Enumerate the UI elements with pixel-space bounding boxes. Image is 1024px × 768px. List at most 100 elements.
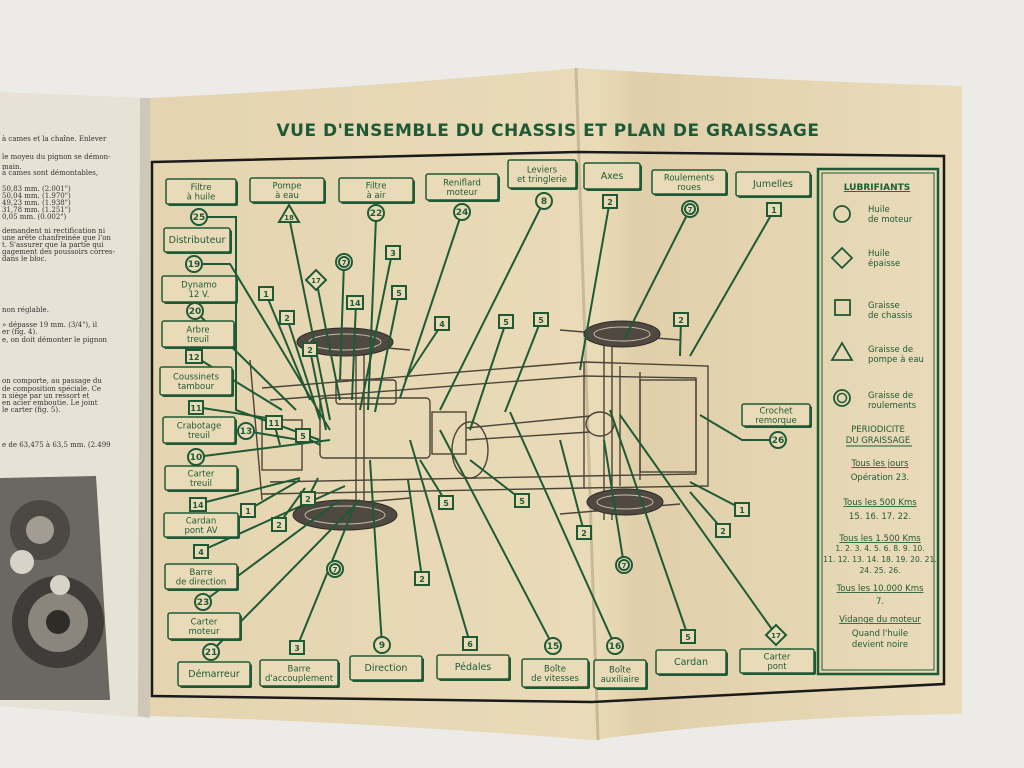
marker-24: 24 (453, 203, 471, 221)
label-text: Distributeur (169, 235, 226, 246)
label-axes: Axes (583, 162, 642, 191)
svg-text:7: 7 (688, 206, 693, 214)
gear-illustration (0, 476, 110, 700)
svg-text:23: 23 (197, 598, 210, 608)
marker-17b: 17 (764, 623, 788, 647)
circle-icon (833, 205, 851, 223)
wheels (292, 320, 664, 531)
left-page-line: 0,05 mm. (0.002") (2, 213, 67, 221)
left-page-line: dans le bloc. (2, 255, 47, 263)
marker-7c: 7 (326, 560, 344, 578)
schedule-ops: 7. (876, 597, 884, 607)
left-page-line: 50,04 mm. (1.970") (2, 192, 71, 200)
svg-text:16: 16 (609, 642, 622, 652)
left-page-line: er (fig. 4). (2, 328, 37, 336)
svg-text:17: 17 (771, 632, 781, 640)
svg-text:5: 5 (685, 633, 691, 642)
left-page-line: t. S'assurer que la partie qui (2, 241, 104, 249)
label-text: Jumelles (752, 179, 793, 190)
marker-13: 13 (237, 422, 255, 440)
label-text: Axes (601, 171, 624, 182)
schedule-when: Tous les jours (850, 459, 909, 469)
label-pedales: Pédales (436, 654, 511, 681)
svg-text:2: 2 (307, 346, 313, 355)
left-page-line: » dépasse 19 mm. (3/4"), il (2, 321, 98, 329)
svg-text:18: 18 (284, 214, 294, 222)
diagram-title: VUE D'ENSEMBLE DU CHASSIS ET PLAN DE GRA… (277, 121, 820, 141)
svg-text:26: 26 (772, 436, 785, 446)
left-page-line: gagement des poussoirs corres- (2, 248, 116, 256)
svg-text:2: 2 (305, 495, 311, 504)
svg-text:1: 1 (263, 290, 269, 299)
marker-17a: 17 (304, 268, 328, 292)
marker-26: 26 (769, 431, 787, 449)
svg-text:1: 1 (739, 506, 745, 515)
svg-text:2: 2 (607, 198, 613, 207)
svg-text:5: 5 (443, 499, 449, 508)
svg-text:19: 19 (188, 260, 201, 270)
left-page-line: 31,78 mm. (1.251") (2, 206, 71, 214)
svg-text:1: 1 (771, 206, 777, 215)
svg-text:4: 4 (439, 320, 445, 329)
vidange-title: Vidange du moteur (839, 615, 921, 625)
label-text: Pédales (455, 662, 492, 673)
double-circle-icon (833, 389, 851, 407)
label-text: Direction (365, 663, 408, 674)
marker-10: 10 (187, 448, 205, 466)
svg-text:7: 7 (333, 566, 338, 574)
svg-text:9: 9 (379, 641, 385, 651)
schedule-when: Tous les 10.000 Kms (836, 584, 924, 594)
svg-text:2: 2 (678, 316, 684, 325)
svg-text:2: 2 (720, 527, 726, 536)
svg-text:10: 10 (190, 453, 203, 463)
left-page-line: 49,23 mm. (1.938") (2, 199, 71, 207)
svg-text:14: 14 (192, 501, 204, 510)
marker-7a: 7 (335, 253, 353, 271)
schedule-ops: Opération 23. (851, 472, 910, 483)
svg-text:3: 3 (390, 249, 396, 258)
marker-20: 20 (186, 302, 204, 320)
label-cardan: Cardan (655, 649, 728, 676)
marker-16: 16 (606, 637, 624, 655)
svg-text:15: 15 (547, 642, 560, 652)
left-page-line: une arête chanfreinée que l'on (2, 234, 111, 242)
label-distributeur: Distributeur (163, 227, 232, 254)
svg-text:13: 13 (240, 427, 253, 437)
marker-sq: 2 1 3 1 5 14 2 4 5 5 2 2 12 11 11 5 14 1… (185, 194, 782, 655)
svg-text:5: 5 (300, 432, 306, 441)
schedule-ops: 1. 2. 3. 4. 5. 6. 8. 9. 10.11. 12. 13. 1… (823, 544, 937, 575)
svg-text:5: 5 (538, 316, 544, 325)
svg-text:14: 14 (349, 299, 361, 308)
svg-text:3: 3 (294, 644, 300, 653)
label-text: Cardan (674, 657, 708, 668)
lubrication-markers: 25 22 24 8 19 20 13 10 23 21 9 15 16 26 … (185, 192, 788, 661)
schedule-ops: 15. 16. 17. 22. (849, 512, 911, 522)
svg-text:2: 2 (419, 575, 425, 584)
svg-text:17: 17 (311, 277, 321, 285)
svg-text:2: 2 (581, 529, 587, 538)
schedule-when: Tous les 500 Kms (842, 498, 917, 508)
